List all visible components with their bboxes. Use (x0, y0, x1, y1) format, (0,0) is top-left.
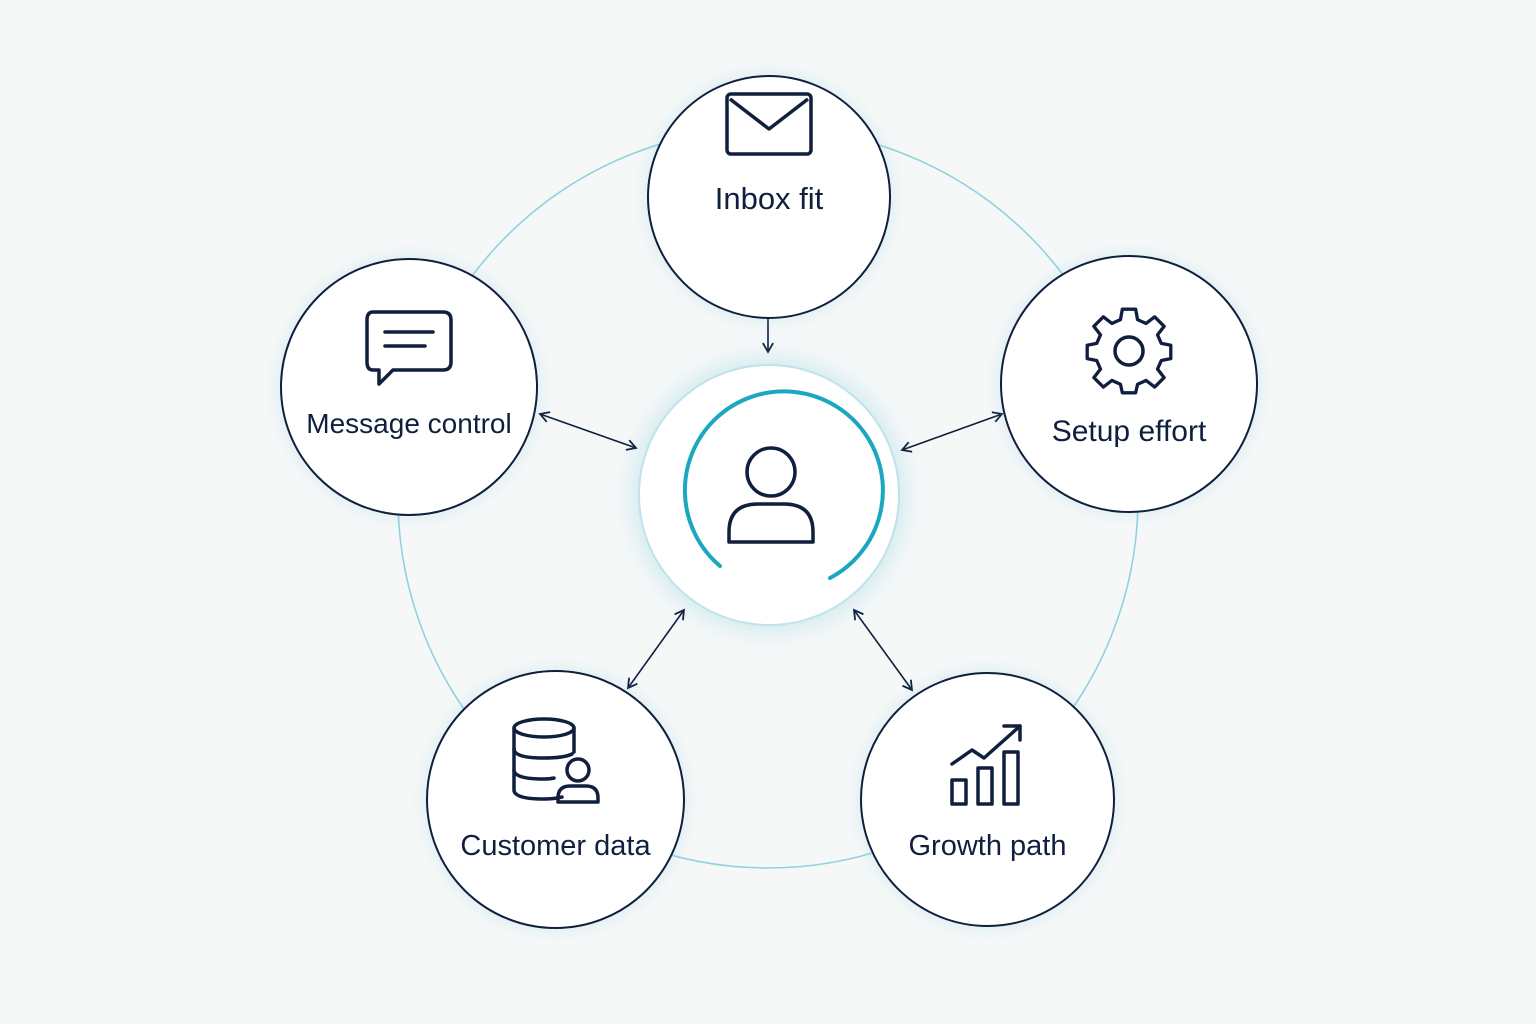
user-icon (727, 446, 815, 544)
node-label: Customer data (460, 830, 651, 862)
node-label: Growth path (908, 830, 1067, 862)
node-label: Inbox fit (714, 181, 824, 216)
node-setup-effort[interactable]: Setup effort (1000, 255, 1258, 513)
center-hub (638, 364, 900, 626)
chat-bubble-icon (365, 310, 453, 386)
bar-chart-growth-icon (949, 724, 1022, 806)
arrow-message-center (538, 411, 638, 451)
arrow-setup-center (900, 411, 1004, 453)
node-inbox-fit[interactable]: Inbox fit (647, 75, 891, 319)
node-label: Message control (306, 408, 512, 439)
node-message-control[interactable]: Message control (280, 258, 538, 516)
node-label: Setup effort (1051, 415, 1207, 448)
arrow-customer-center (626, 608, 686, 690)
center-ring (682, 389, 885, 580)
arrow-growth-center (852, 608, 914, 692)
node-customer-data[interactable]: Customer data (426, 670, 685, 929)
node-growth-path[interactable]: Growth path (860, 672, 1115, 927)
database-user-icon (511, 717, 600, 804)
envelope-icon (725, 92, 813, 156)
gear-icon (1085, 307, 1173, 395)
